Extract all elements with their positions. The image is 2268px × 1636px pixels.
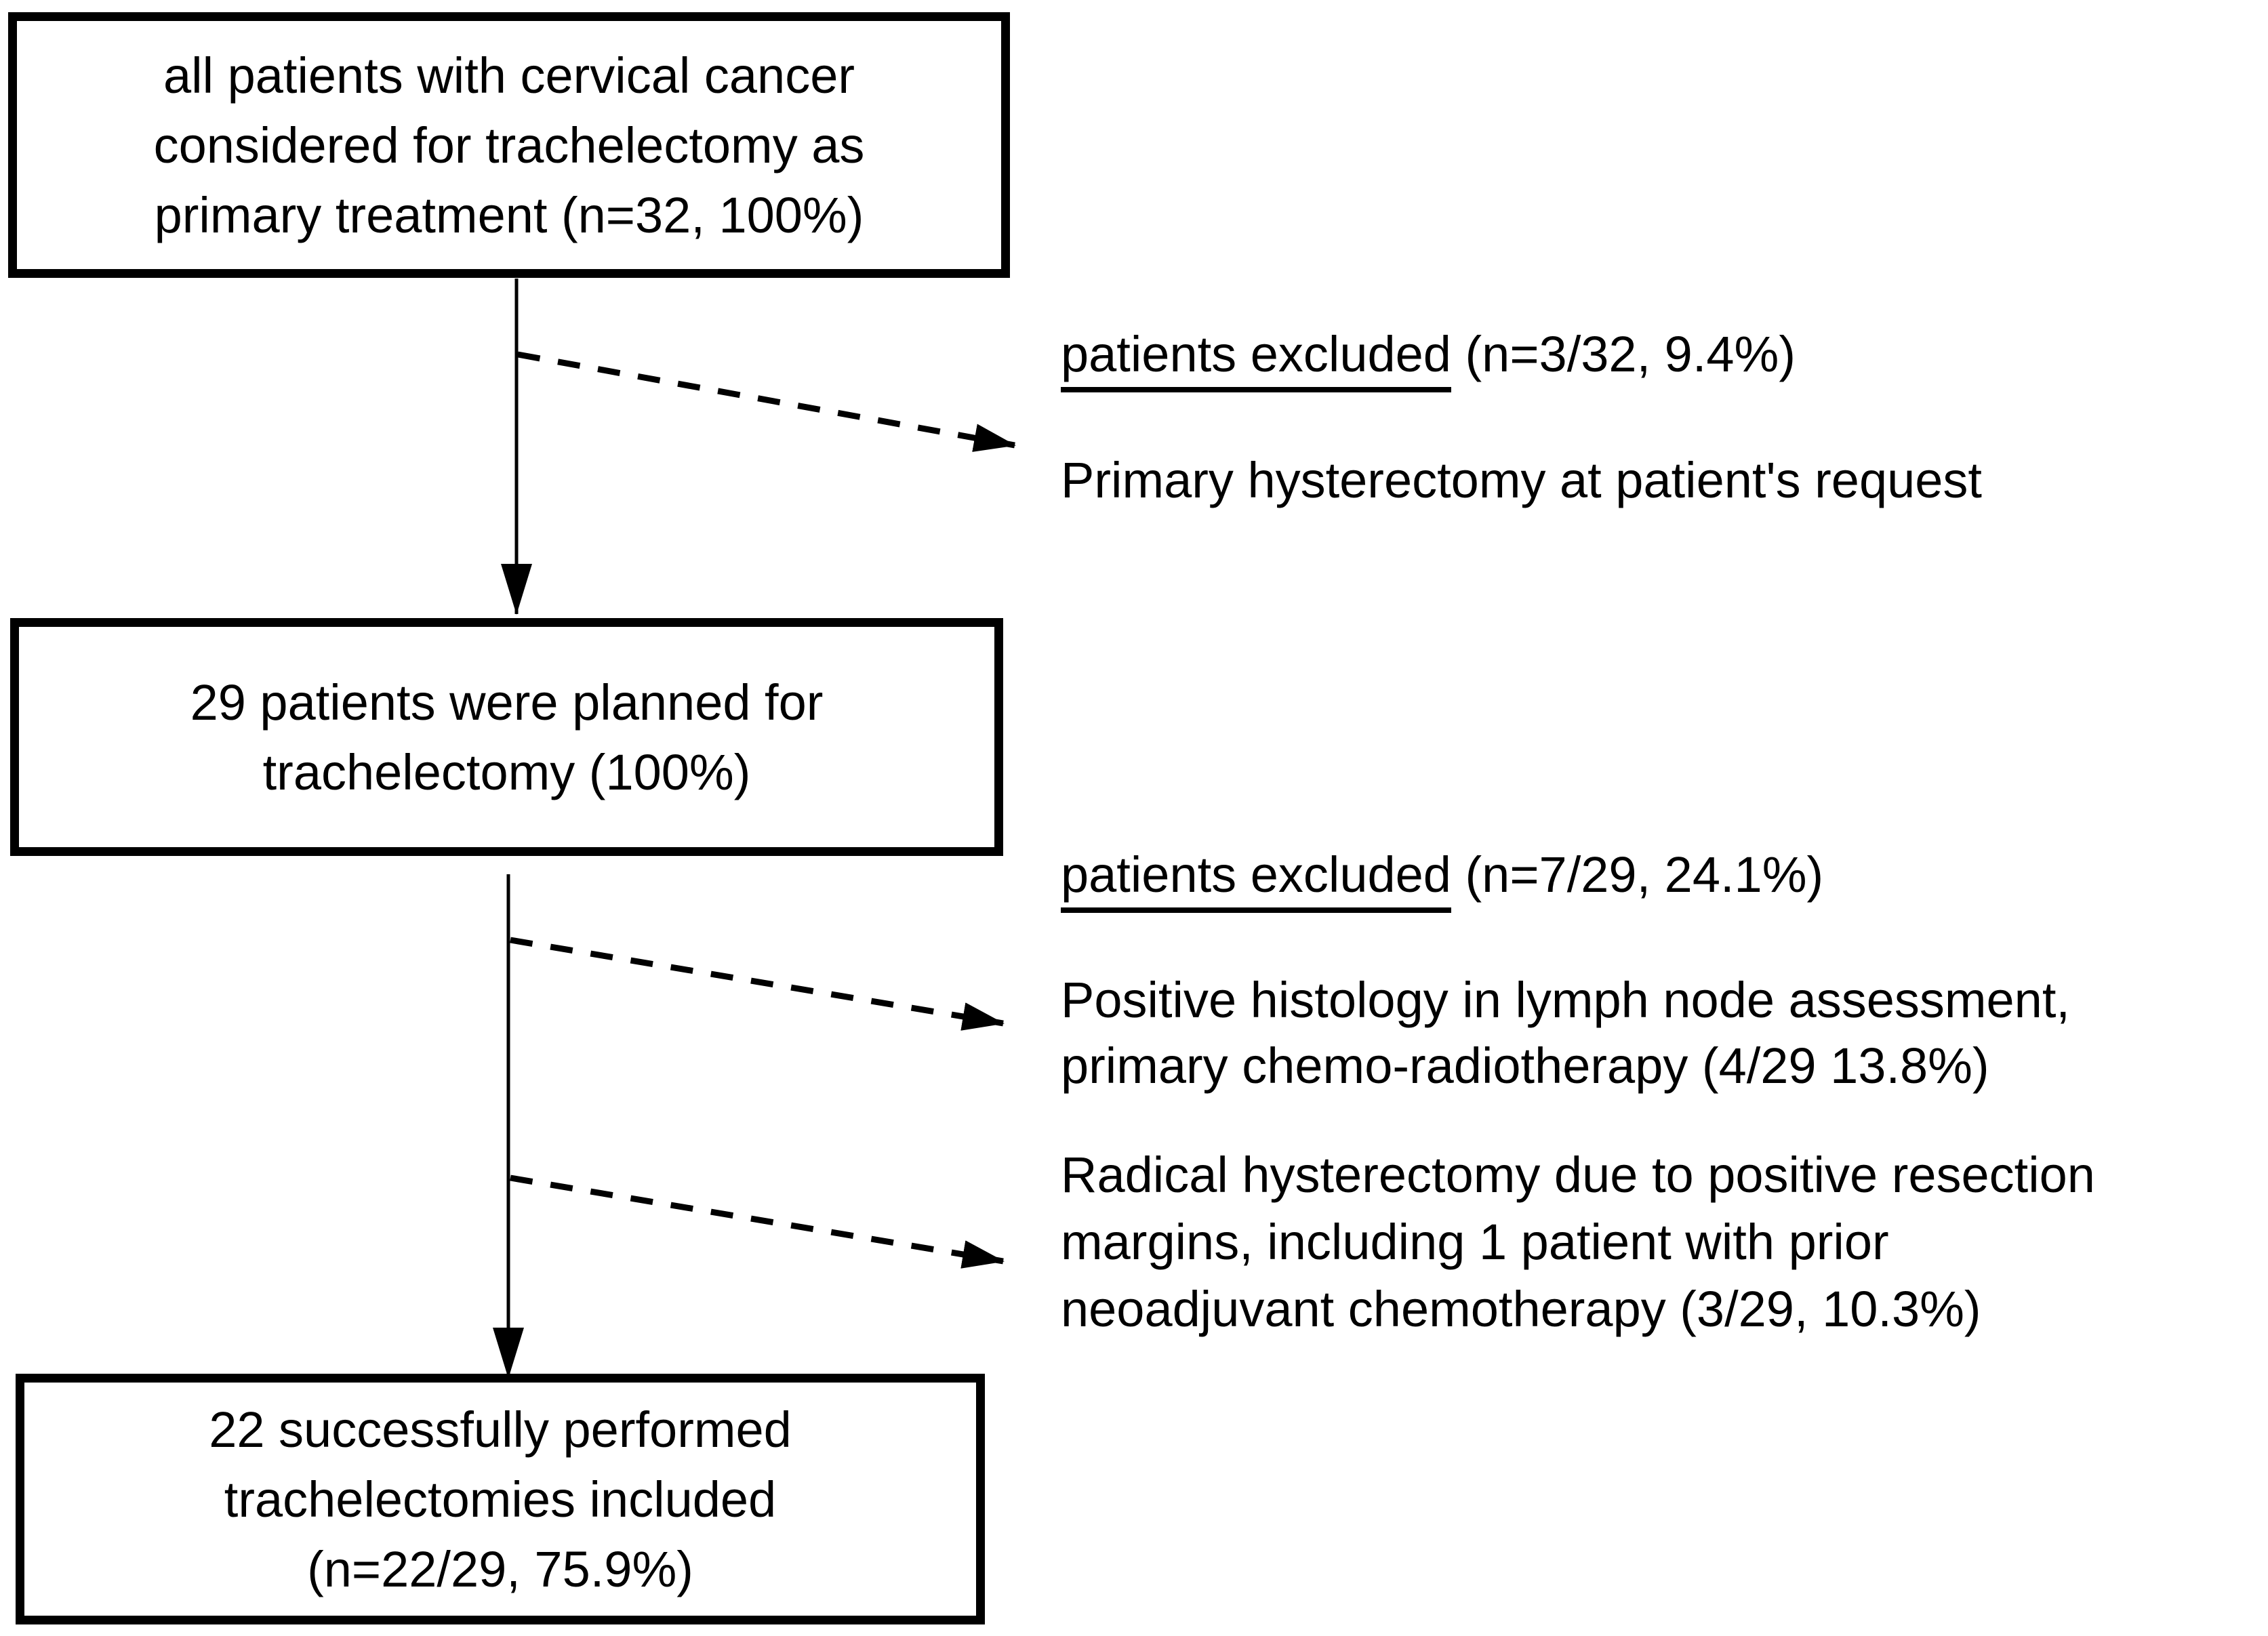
exclusion2-reason-2-line3: neoadjuvant chemotherapy (3/29, 10.3%)	[1061, 1281, 1981, 1337]
exclusion2-reason-2: Radical hysterectomy due to positive res…	[1061, 1141, 2095, 1343]
dashed-arrow-exclusion-2-reason-1	[510, 937, 1005, 1031]
exclusion2-heading-underlined: patients excluded	[1061, 846, 1451, 913]
dashed-arrow-exclusion-2-reason-2	[510, 1174, 1005, 1269]
exclusion2-reason-1: Positive histology in lymph node assessm…	[1061, 967, 2070, 1099]
box-all-patients-considered: all patients with cervical cancer consid…	[8, 12, 1010, 278]
box3-line1: 22 successfully performed	[209, 1401, 792, 1458]
exclusion1-heading-underlined: patients excluded	[1061, 326, 1451, 392]
exclusion2-reason-2-line2: margins, including 1 patient with prior	[1061, 1214, 1889, 1270]
dashed-arrow-exclusion-1	[517, 351, 1016, 452]
exclusion1-reason-1-line1: Primary hysterectomy at patient's reques…	[1061, 452, 1982, 508]
box1-line1: all patients with cervical cancer	[163, 47, 855, 104]
box3-line2: trachelectomies included	[224, 1471, 777, 1528]
box2-line2: trachelectomy (100%)	[262, 743, 751, 800]
exclusion2-heading: patients excluded (n=7/29, 24.1%)	[1061, 842, 1824, 913]
exclusion2-reason-1-line1: Positive histology in lymph node assessm…	[1061, 972, 2070, 1028]
box-trachelectomies-included: 22 successfully performed trachelectomie…	[16, 1374, 985, 1624]
exclusion2-heading-rest: (n=7/29, 24.1%)	[1451, 846, 1824, 903]
exclusion2-reason-2-line1: Radical hysterectomy due to positive res…	[1061, 1147, 2095, 1203]
box1-line3: primary treatment (n=32, 100%)	[154, 186, 864, 243]
box1-line2: considered for trachelectomy as	[153, 117, 865, 173]
exclusion2-reason-1-line2: primary chemo-radiotherapy (4/29 13.8%)	[1061, 1038, 1989, 1094]
box2-line1: 29 patients were planned for	[190, 674, 824, 731]
box3-line3: (n=22/29, 75.9%)	[307, 1540, 693, 1597]
exclusion1-heading-rest: (n=3/32, 9.4%)	[1451, 326, 1796, 382]
exclusion1-reason-1: Primary hysterectomy at patient's reques…	[1061, 447, 1982, 513]
box-planned-for-trachelectomy: 29 patients were planned for trachelecto…	[10, 618, 1003, 856]
exclusion1-heading: patients excluded (n=3/32, 9.4%)	[1061, 321, 1796, 392]
